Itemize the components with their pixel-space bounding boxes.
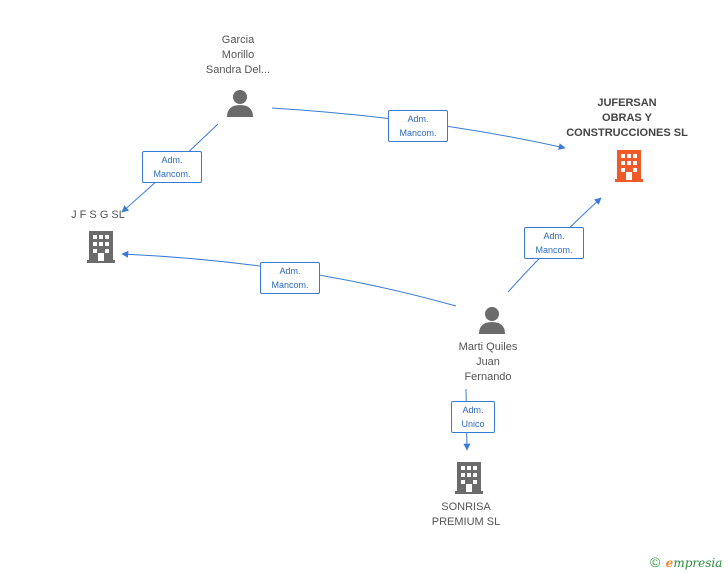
- person-icon[interactable]: [477, 305, 507, 335]
- edge-label-garcia-jufersan[interactable]: Adm.Mancom.: [388, 110, 448, 142]
- node-label-sonrisa: SONRISA PREMIUM SL: [431, 501, 501, 528]
- node-label-jfsg: J F S G SL: [71, 209, 125, 221]
- building-icon[interactable]: [85, 229, 117, 263]
- edge-label-marti-jufersan[interactable]: Adm.Mancom.: [524, 227, 584, 259]
- building-icon[interactable]: [453, 460, 485, 494]
- person-icon[interactable]: [225, 88, 255, 118]
- brand-watermark: © empresia: [650, 554, 722, 570]
- node-label-garcia: Garcia Morillo Sandra Del...: [205, 34, 271, 76]
- edge-label-marti-sonrisa[interactable]: Adm.Unico: [451, 401, 495, 433]
- copyright-icon: ©: [650, 554, 661, 570]
- node-label-marti: Marti Quiles Juan Fernando: [458, 341, 518, 383]
- building-icon-focus[interactable]: [613, 148, 645, 182]
- edge-label-marti-jfsg[interactable]: Adm.Mancom.: [260, 262, 320, 294]
- brand-name: empresia: [665, 556, 723, 570]
- edge-label-garcia-jfsg[interactable]: Adm.Mancom.: [142, 151, 202, 183]
- node-label-jufersan: JUFERSAN OBRAS Y CONSTRUCCIONES SL: [566, 97, 688, 139]
